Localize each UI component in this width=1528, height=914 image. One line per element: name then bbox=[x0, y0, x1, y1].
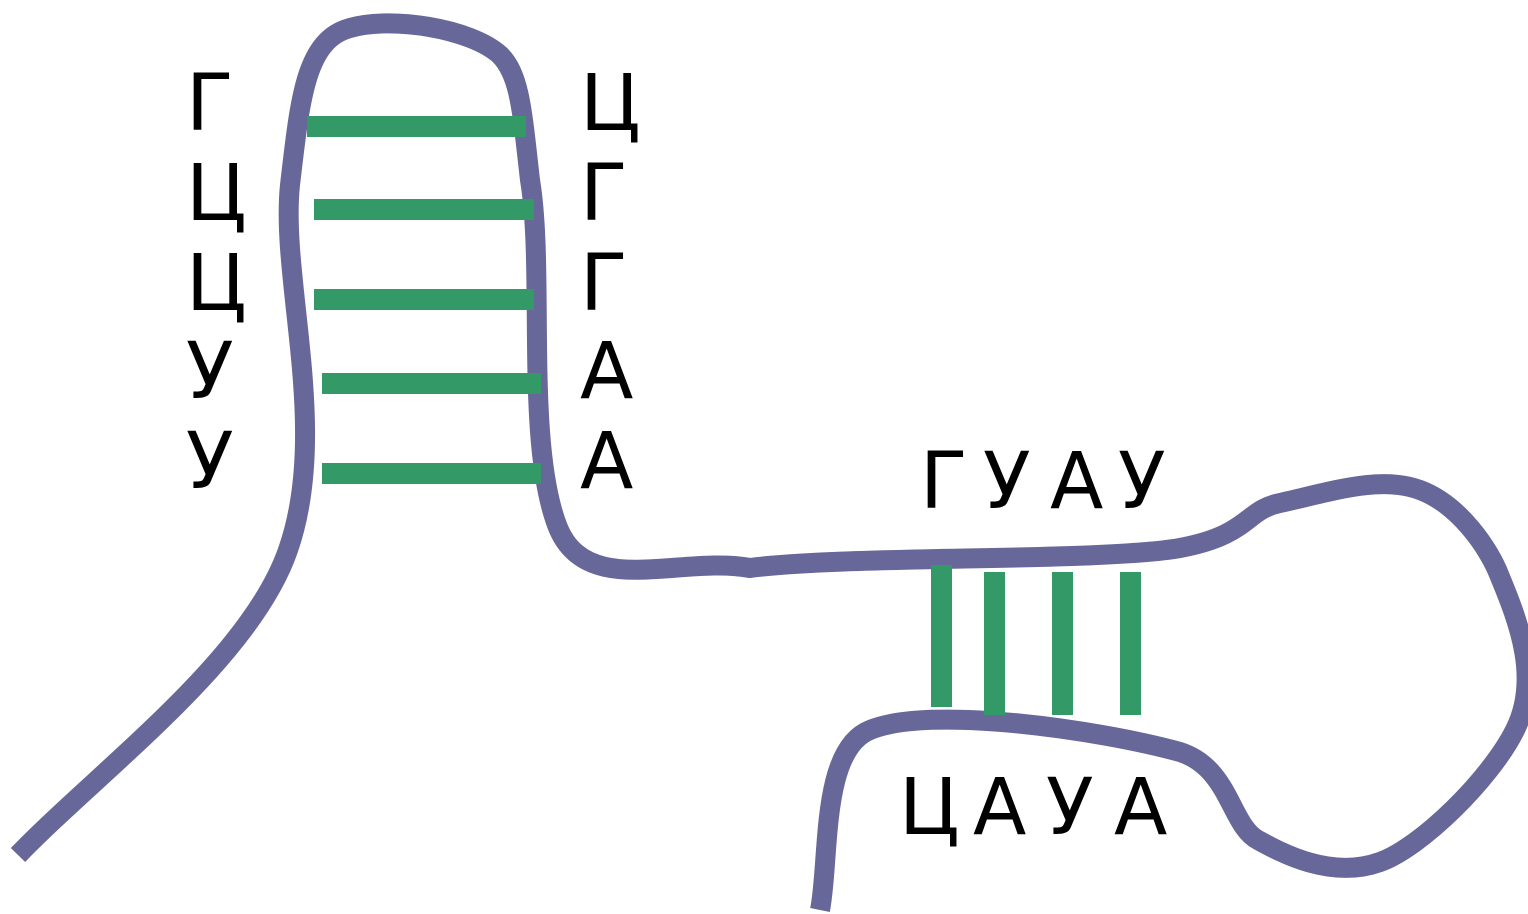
hairpin-pair-2 bbox=[314, 199, 534, 220]
duplex-pair-1 bbox=[931, 565, 952, 707]
duplex-pair-2 bbox=[984, 572, 1005, 715]
hairpin-left-base: Ц bbox=[186, 149, 247, 239]
duplex-upper-base: А bbox=[1050, 437, 1103, 527]
hairpin-left-base: У bbox=[186, 327, 234, 417]
hairpin-base-pairs bbox=[307, 116, 541, 484]
hairpin-right-base: Ц bbox=[580, 59, 641, 149]
duplex-lower-base: У bbox=[1046, 763, 1094, 853]
hairpin-left-base: У bbox=[186, 417, 234, 507]
hairpin-pair-4 bbox=[322, 373, 541, 394]
hairpin-right-base: Г bbox=[580, 149, 628, 239]
duplex-lower-base: А bbox=[1114, 763, 1167, 853]
hairpin-right-base: А bbox=[580, 417, 633, 507]
hairpin-left-base: Ц bbox=[186, 239, 247, 329]
duplex-pair-4 bbox=[1120, 572, 1141, 715]
rna-strand bbox=[10, 13, 1528, 912]
duplex-lower-base: Ц bbox=[899, 763, 960, 853]
hairpin-right-base: Г bbox=[580, 239, 628, 329]
duplex-upper-base: У bbox=[983, 437, 1031, 527]
hairpin-pair-3 bbox=[314, 289, 534, 310]
duplex-upper-base: У bbox=[1118, 437, 1166, 527]
duplex-pair-3 bbox=[1052, 572, 1073, 715]
hairpin-pair-1 bbox=[307, 116, 526, 137]
duplex-upper-base: Г bbox=[920, 437, 968, 527]
hairpin-pair-5 bbox=[322, 463, 541, 484]
hairpin-right-base: А bbox=[580, 327, 633, 417]
duplex-base-pairs bbox=[931, 565, 1141, 715]
duplex-lower-base: А bbox=[973, 763, 1026, 853]
duplex-lower-bases: Ц А У А bbox=[899, 763, 1167, 853]
hairpin-left-base: Г bbox=[186, 59, 234, 149]
hairpin-right-bases: Ц Г Г А А bbox=[580, 59, 641, 507]
hairpin-left-bases: Г Ц Ц У У bbox=[186, 59, 247, 507]
duplex-upper-bases: Г У А У bbox=[920, 437, 1166, 527]
